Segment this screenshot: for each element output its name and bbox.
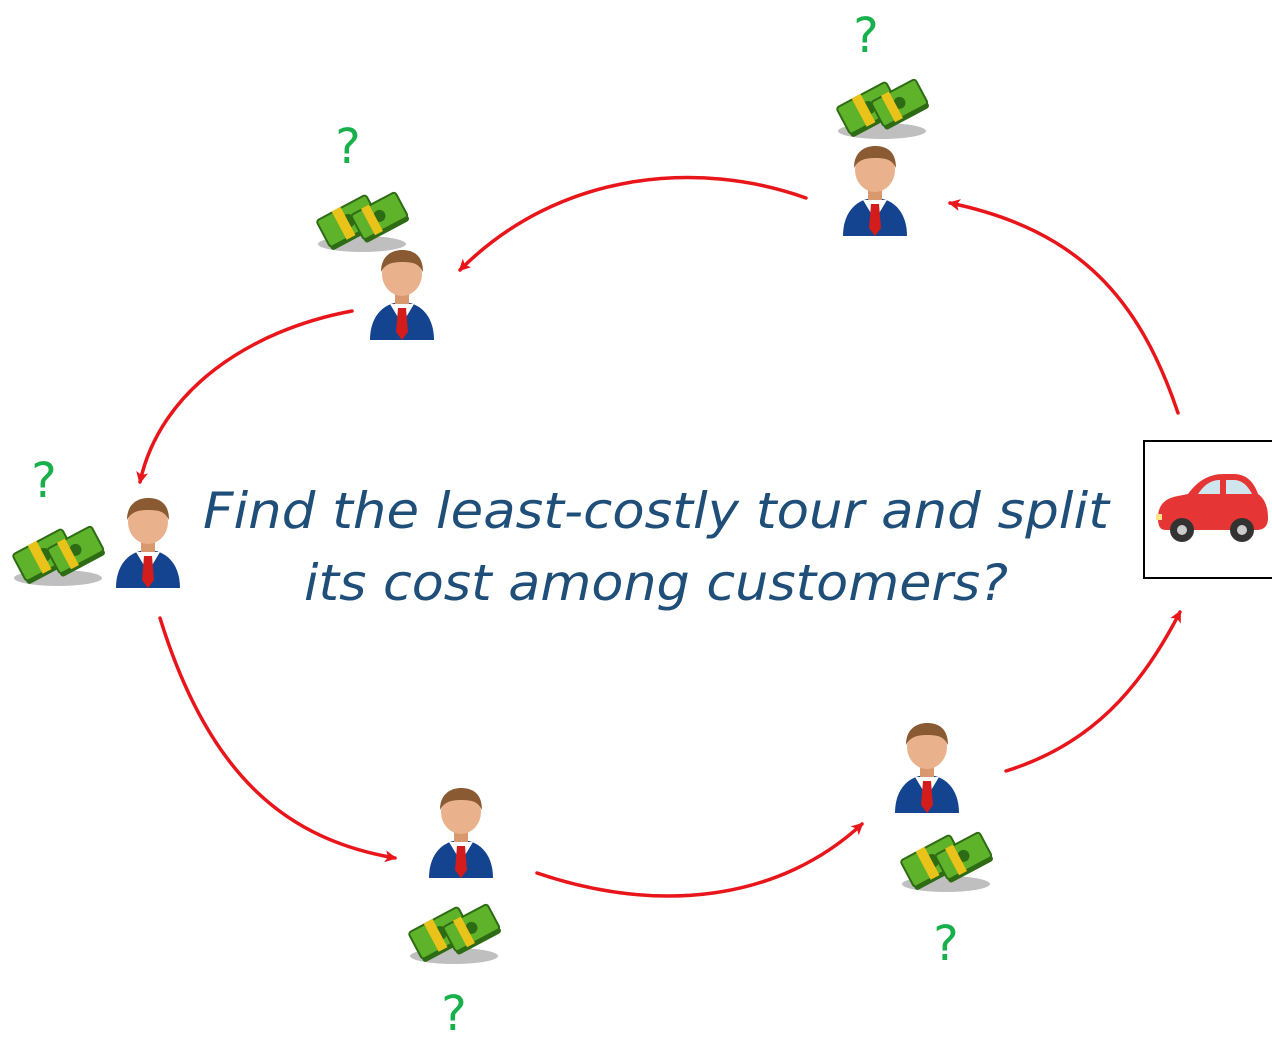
customer-2: ? xyxy=(314,119,434,340)
person-icon xyxy=(895,723,959,813)
money-stack-icon xyxy=(314,189,411,253)
person-icon xyxy=(843,146,907,236)
route-arrow-depot-to-customer-1 xyxy=(948,199,1180,415)
share-question-1: ? xyxy=(853,8,878,64)
tour-route xyxy=(136,175,1182,898)
caption-line-2: its cost among customers? xyxy=(304,554,1008,612)
share-question-4: ? xyxy=(441,986,466,1038)
money-stack-icon xyxy=(10,523,107,587)
caption-line-1: Find the least-costly tour and split xyxy=(203,482,1112,540)
share-question-3: ? xyxy=(31,453,56,509)
money-stack-icon xyxy=(834,76,931,140)
share-question-2: ? xyxy=(335,119,360,175)
customer-4: ? xyxy=(406,788,503,1038)
customer-3: ? xyxy=(10,453,180,588)
route-arrow-customer-2-to-customer-3 xyxy=(136,309,354,484)
money-stack-icon xyxy=(406,901,503,965)
depot xyxy=(1143,440,1272,579)
money-stack-icon xyxy=(898,829,995,893)
customer-5: ? xyxy=(895,723,995,972)
person-icon xyxy=(429,788,493,878)
person-icon xyxy=(370,250,434,340)
route-arrow-customer-4-to-customer-5 xyxy=(535,822,864,898)
customer-1: ? xyxy=(834,8,931,236)
route-arrow-customer-5-to-depot xyxy=(1004,610,1182,773)
route-arrow-customer-3-to-customer-4 xyxy=(158,616,397,863)
route-arrow-customer-1-to-customer-2 xyxy=(458,175,808,272)
car-icon xyxy=(1156,474,1268,542)
share-question-5: ? xyxy=(933,916,958,972)
person-icon xyxy=(116,498,180,588)
